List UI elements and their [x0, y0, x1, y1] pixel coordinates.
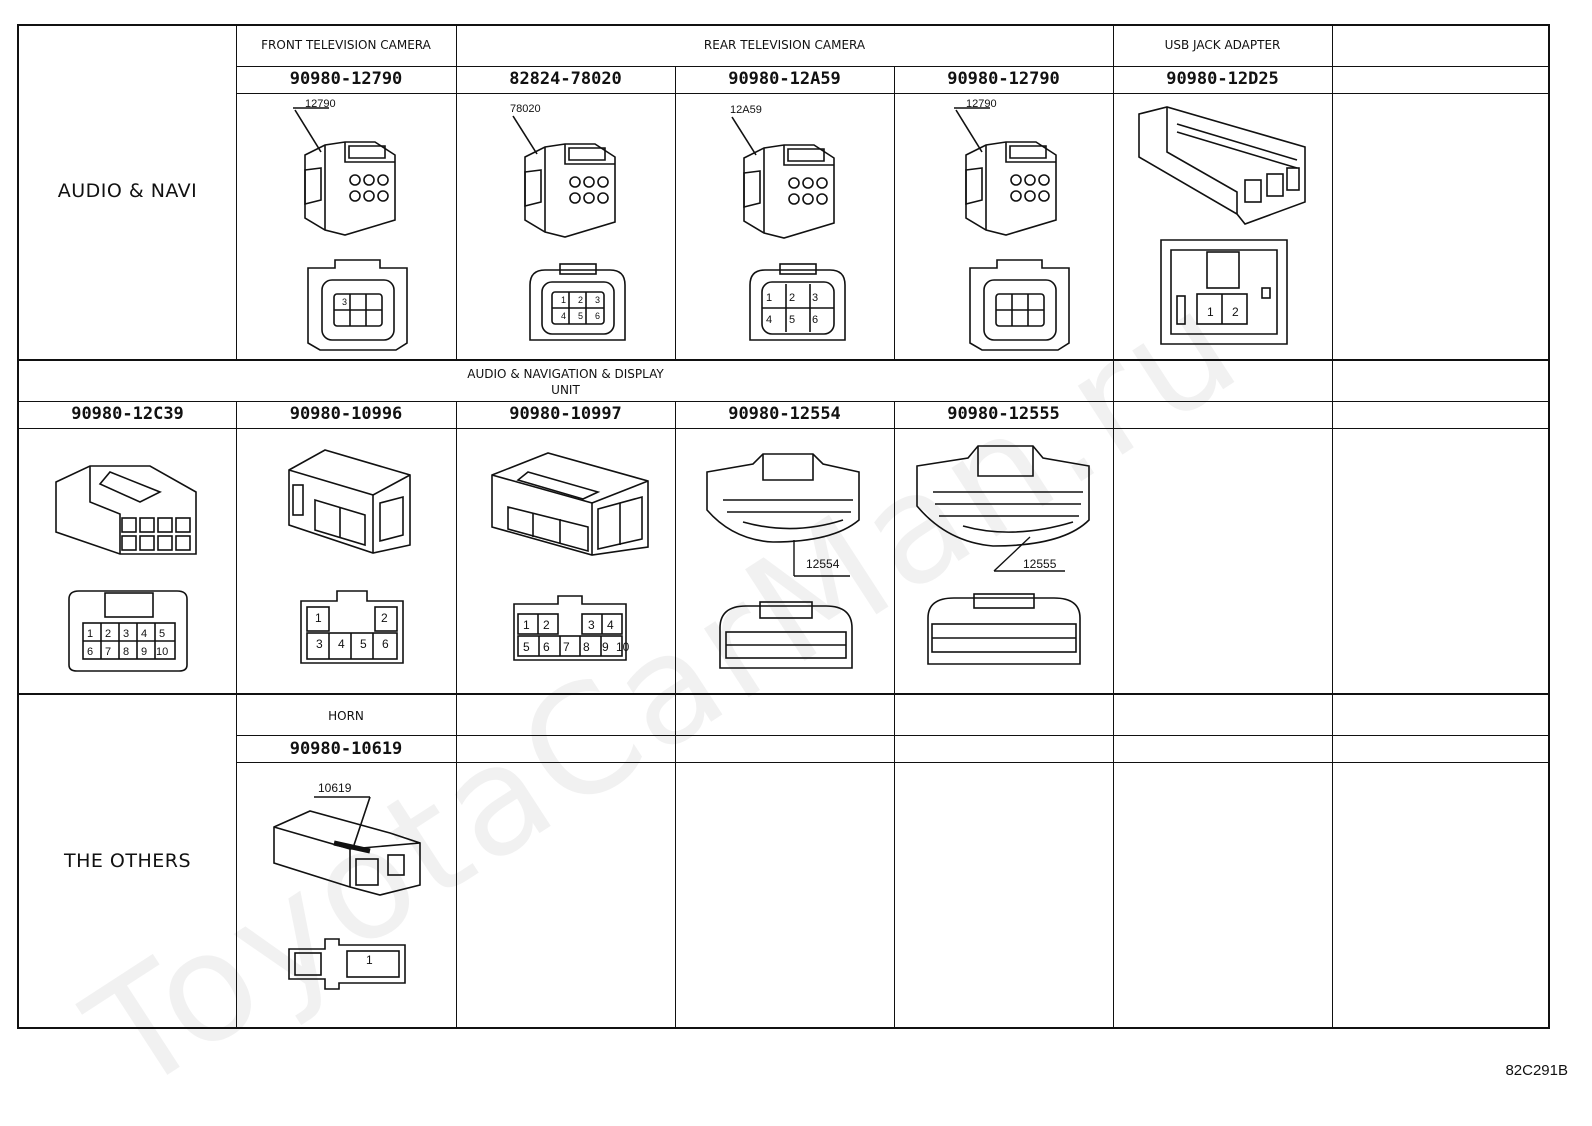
horn-connector-iso-drawing: [270, 785, 430, 900]
pin-label: 7: [563, 640, 570, 654]
part-number: 82824-78020: [509, 69, 622, 89]
pin-label: 3: [123, 628, 130, 640]
leader-line: [780, 540, 890, 580]
section-audio-navi: AUDIO & NAVI: [57, 180, 198, 202]
pin-label: 6: [595, 311, 601, 321]
connector-tag: 78020: [510, 103, 541, 115]
part-number: 90980-12555: [947, 404, 1060, 424]
horn-connector-face-view: [285, 935, 415, 995]
part-number: 90980-12790: [289, 69, 403, 89]
pin-label: 1: [766, 292, 773, 304]
pin-label: 3: [316, 637, 323, 651]
pin-label: 2: [789, 292, 796, 304]
connector-face-view: [716, 598, 856, 673]
pin-label: 5: [159, 628, 166, 640]
pin-label: 5: [523, 640, 530, 654]
pin-label: 2: [105, 628, 112, 640]
connector-iso-drawing: [946, 100, 1086, 240]
part-number: 90980-10619: [289, 739, 403, 759]
connector-tag: 10619: [318, 781, 352, 795]
pin-label: 1: [561, 295, 567, 305]
connector-iso-drawing: [50, 462, 200, 562]
pin-label: 3: [595, 295, 601, 305]
connector-face-view: [924, 590, 1084, 670]
connector-iso-drawing: [285, 100, 425, 240]
figure-id: 82C291B: [1505, 1062, 1568, 1079]
pin-label: 10: [616, 640, 630, 654]
caption-front-camera: FRONT TELEVISION CAMERA: [261, 38, 431, 52]
part-number: 90980-10997: [509, 404, 622, 424]
usb-connector-face-view: [1157, 236, 1292, 351]
pin-label: 1: [1207, 305, 1214, 319]
pin-label: 4: [561, 311, 567, 321]
pin-label: 6: [382, 637, 389, 651]
pin-label: 7: [105, 646, 112, 658]
connector-tag: 12555: [1023, 557, 1057, 571]
pin-labels: 3: [342, 297, 354, 307]
connector-tag: 12A59: [730, 104, 762, 116]
part-number: 90980-12C39: [71, 404, 184, 424]
pin-label: 1: [366, 953, 373, 967]
connector-table: AUDIO & NAVI THE OTHERS FRONT TELEVISION…: [17, 24, 1550, 1029]
connector-iso-drawing: [913, 442, 1093, 552]
pin-label: 3: [588, 618, 595, 632]
pin-label: 6: [87, 646, 94, 658]
part-number: 90980-10996: [289, 404, 403, 424]
pin-label: 4: [607, 618, 614, 632]
connector-tag: 12790: [305, 98, 336, 110]
pin-label: 1: [87, 628, 94, 640]
pin-label: 10: [156, 646, 169, 658]
pin-label: 2: [381, 611, 388, 625]
caption-rear-camera: REAR TELEVISION CAMERA: [703, 38, 866, 52]
pin-label: 9: [602, 640, 609, 654]
pin-label: 5: [360, 637, 367, 651]
pin-label: 8: [123, 646, 130, 658]
connector-face-view: [510, 592, 630, 667]
pin-label: 4: [338, 637, 345, 651]
connector-iso-drawing: [703, 450, 863, 550]
caption-usb-jack: USB JACK ADAPTER: [1164, 38, 1281, 52]
pin-label: 5: [578, 311, 584, 321]
connector-face-view: [63, 587, 193, 673]
pin-label: 1: [315, 611, 322, 625]
pin-label: 1: [523, 618, 530, 632]
connector-face-view: [740, 260, 855, 355]
pin-label: 4: [141, 628, 148, 640]
section-the-others: THE OTHERS: [63, 850, 192, 872]
part-number: 90980-12554: [728, 404, 841, 424]
usb-connector-iso-drawing: [1137, 102, 1312, 227]
part-number: 90980-12A59: [728, 69, 841, 89]
connector-face-view: [520, 260, 635, 355]
connector-tag: 12554: [806, 557, 840, 571]
pin-label: 4: [766, 314, 773, 326]
pin-label: 9: [141, 646, 148, 658]
connector-face-view: [300, 258, 415, 353]
connector-iso-drawing: [488, 447, 653, 557]
leader-line: [990, 535, 1080, 575]
pin-label: 6: [812, 314, 819, 326]
connector-iso-drawing: [724, 103, 864, 243]
caption-horn: HORN: [328, 709, 364, 723]
part-number: 90980-12790: [947, 69, 1060, 89]
caption-audio-nav-display-unit: AUDIO & NAVIGATION & DISPLAY UNIT: [467, 367, 664, 397]
connector-iso-drawing: [505, 102, 645, 242]
pin-label: 8: [583, 640, 590, 654]
pin-label: 2: [578, 295, 584, 305]
part-number: 90980-12D25: [1166, 69, 1279, 89]
connector-iso-drawing: [285, 445, 415, 555]
connector-face-view: [962, 258, 1077, 353]
connector-face-view: [297, 587, 407, 672]
pin-label: 2: [1232, 305, 1239, 319]
pin-label: 6: [543, 640, 550, 654]
pin-label: 5: [789, 314, 796, 326]
pin-label: 3: [812, 292, 819, 304]
pin-label: 2: [543, 618, 550, 632]
connector-tag: 12790: [966, 98, 997, 110]
